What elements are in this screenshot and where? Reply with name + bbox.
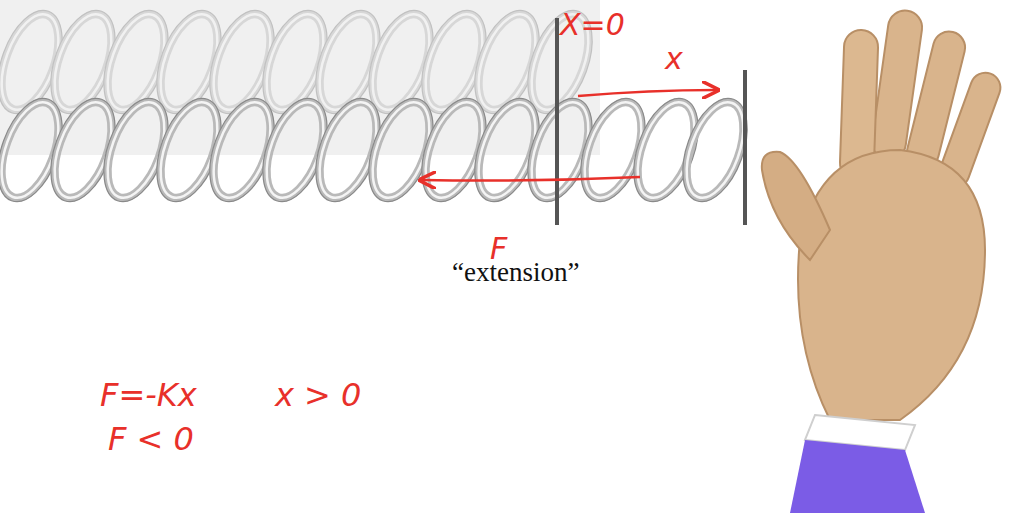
annotation: F < 0 [108,422,194,457]
annotation: x > 0 [275,378,361,413]
photo-background [0,0,600,155]
sleeve [790,440,925,513]
hand [762,8,1005,513]
annotation: F=-Kx [100,378,197,413]
caption-label: “extension” [452,258,579,288]
extension-marker [743,70,747,225]
coil [621,90,711,211]
annotation: X=0 [560,8,625,41]
palm [798,150,985,420]
thumb [762,152,830,260]
annotation: x [665,42,683,75]
force-arrow [422,177,640,181]
front-spring [0,90,760,211]
equilibrium-marker [555,18,559,225]
displacement-arrow [578,90,716,96]
